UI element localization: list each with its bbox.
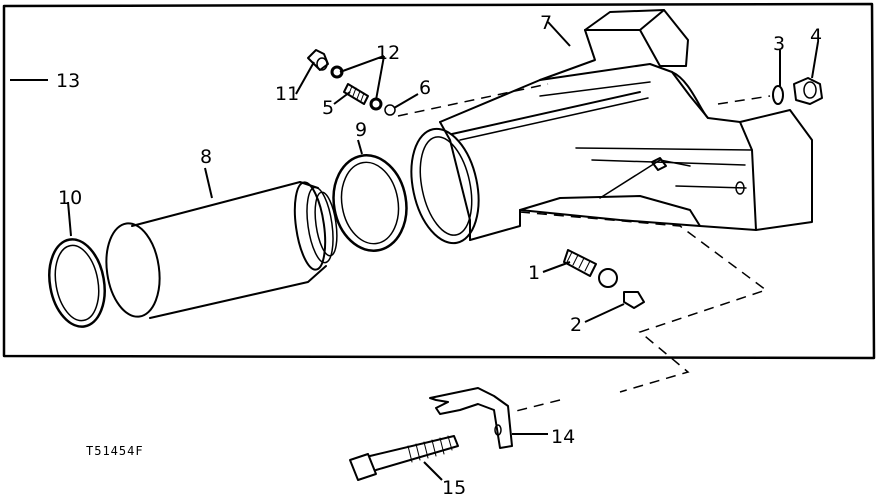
callout-13: 13 (56, 70, 80, 92)
assembly-guide-lines (397, 83, 771, 413)
callout-11: 11 (275, 83, 299, 105)
callout-12: 12 (376, 42, 400, 64)
washer-part-3 (772, 85, 784, 105)
callout-2: 2 (570, 314, 582, 336)
sleeve-part-8 (105, 181, 338, 319)
assembly-frame (2, 2, 876, 360)
screw-part-5 (343, 83, 369, 105)
callout-labels: 1 2 3 4 5 6 7 8 9 10 11 12 13 14 15 (56, 12, 822, 494)
ball-part-6 (384, 104, 396, 116)
plug-part-4 (793, 77, 823, 105)
callout-10: 10 (58, 187, 82, 209)
callout-6: 6 (419, 77, 431, 99)
housing-bore (410, 127, 480, 245)
callout-7: 7 (540, 12, 552, 34)
zerk-part-2 (623, 291, 645, 309)
figure-id: T51454F (86, 444, 144, 458)
callout-8: 8 (200, 146, 212, 168)
bracket-part-14 (429, 387, 513, 449)
callout-3: 3 (773, 33, 785, 55)
seal-ring-part-9 (332, 154, 408, 252)
housing-part-7 (439, 9, 813, 241)
callout-4: 4 (810, 25, 822, 47)
leader-lines (10, 21, 819, 481)
callout-15: 15 (442, 477, 466, 494)
washer-part-12b (369, 97, 383, 111)
callout-1: 1 (528, 262, 540, 284)
zerk-part-1 (563, 249, 618, 288)
callout-14: 14 (551, 426, 575, 448)
bolt-part-15 (349, 435, 459, 481)
fitting-part-11 (307, 49, 329, 71)
callout-5: 5 (322, 97, 334, 119)
seal-ring-part-10 (48, 238, 106, 328)
callout-9: 9 (355, 119, 367, 141)
